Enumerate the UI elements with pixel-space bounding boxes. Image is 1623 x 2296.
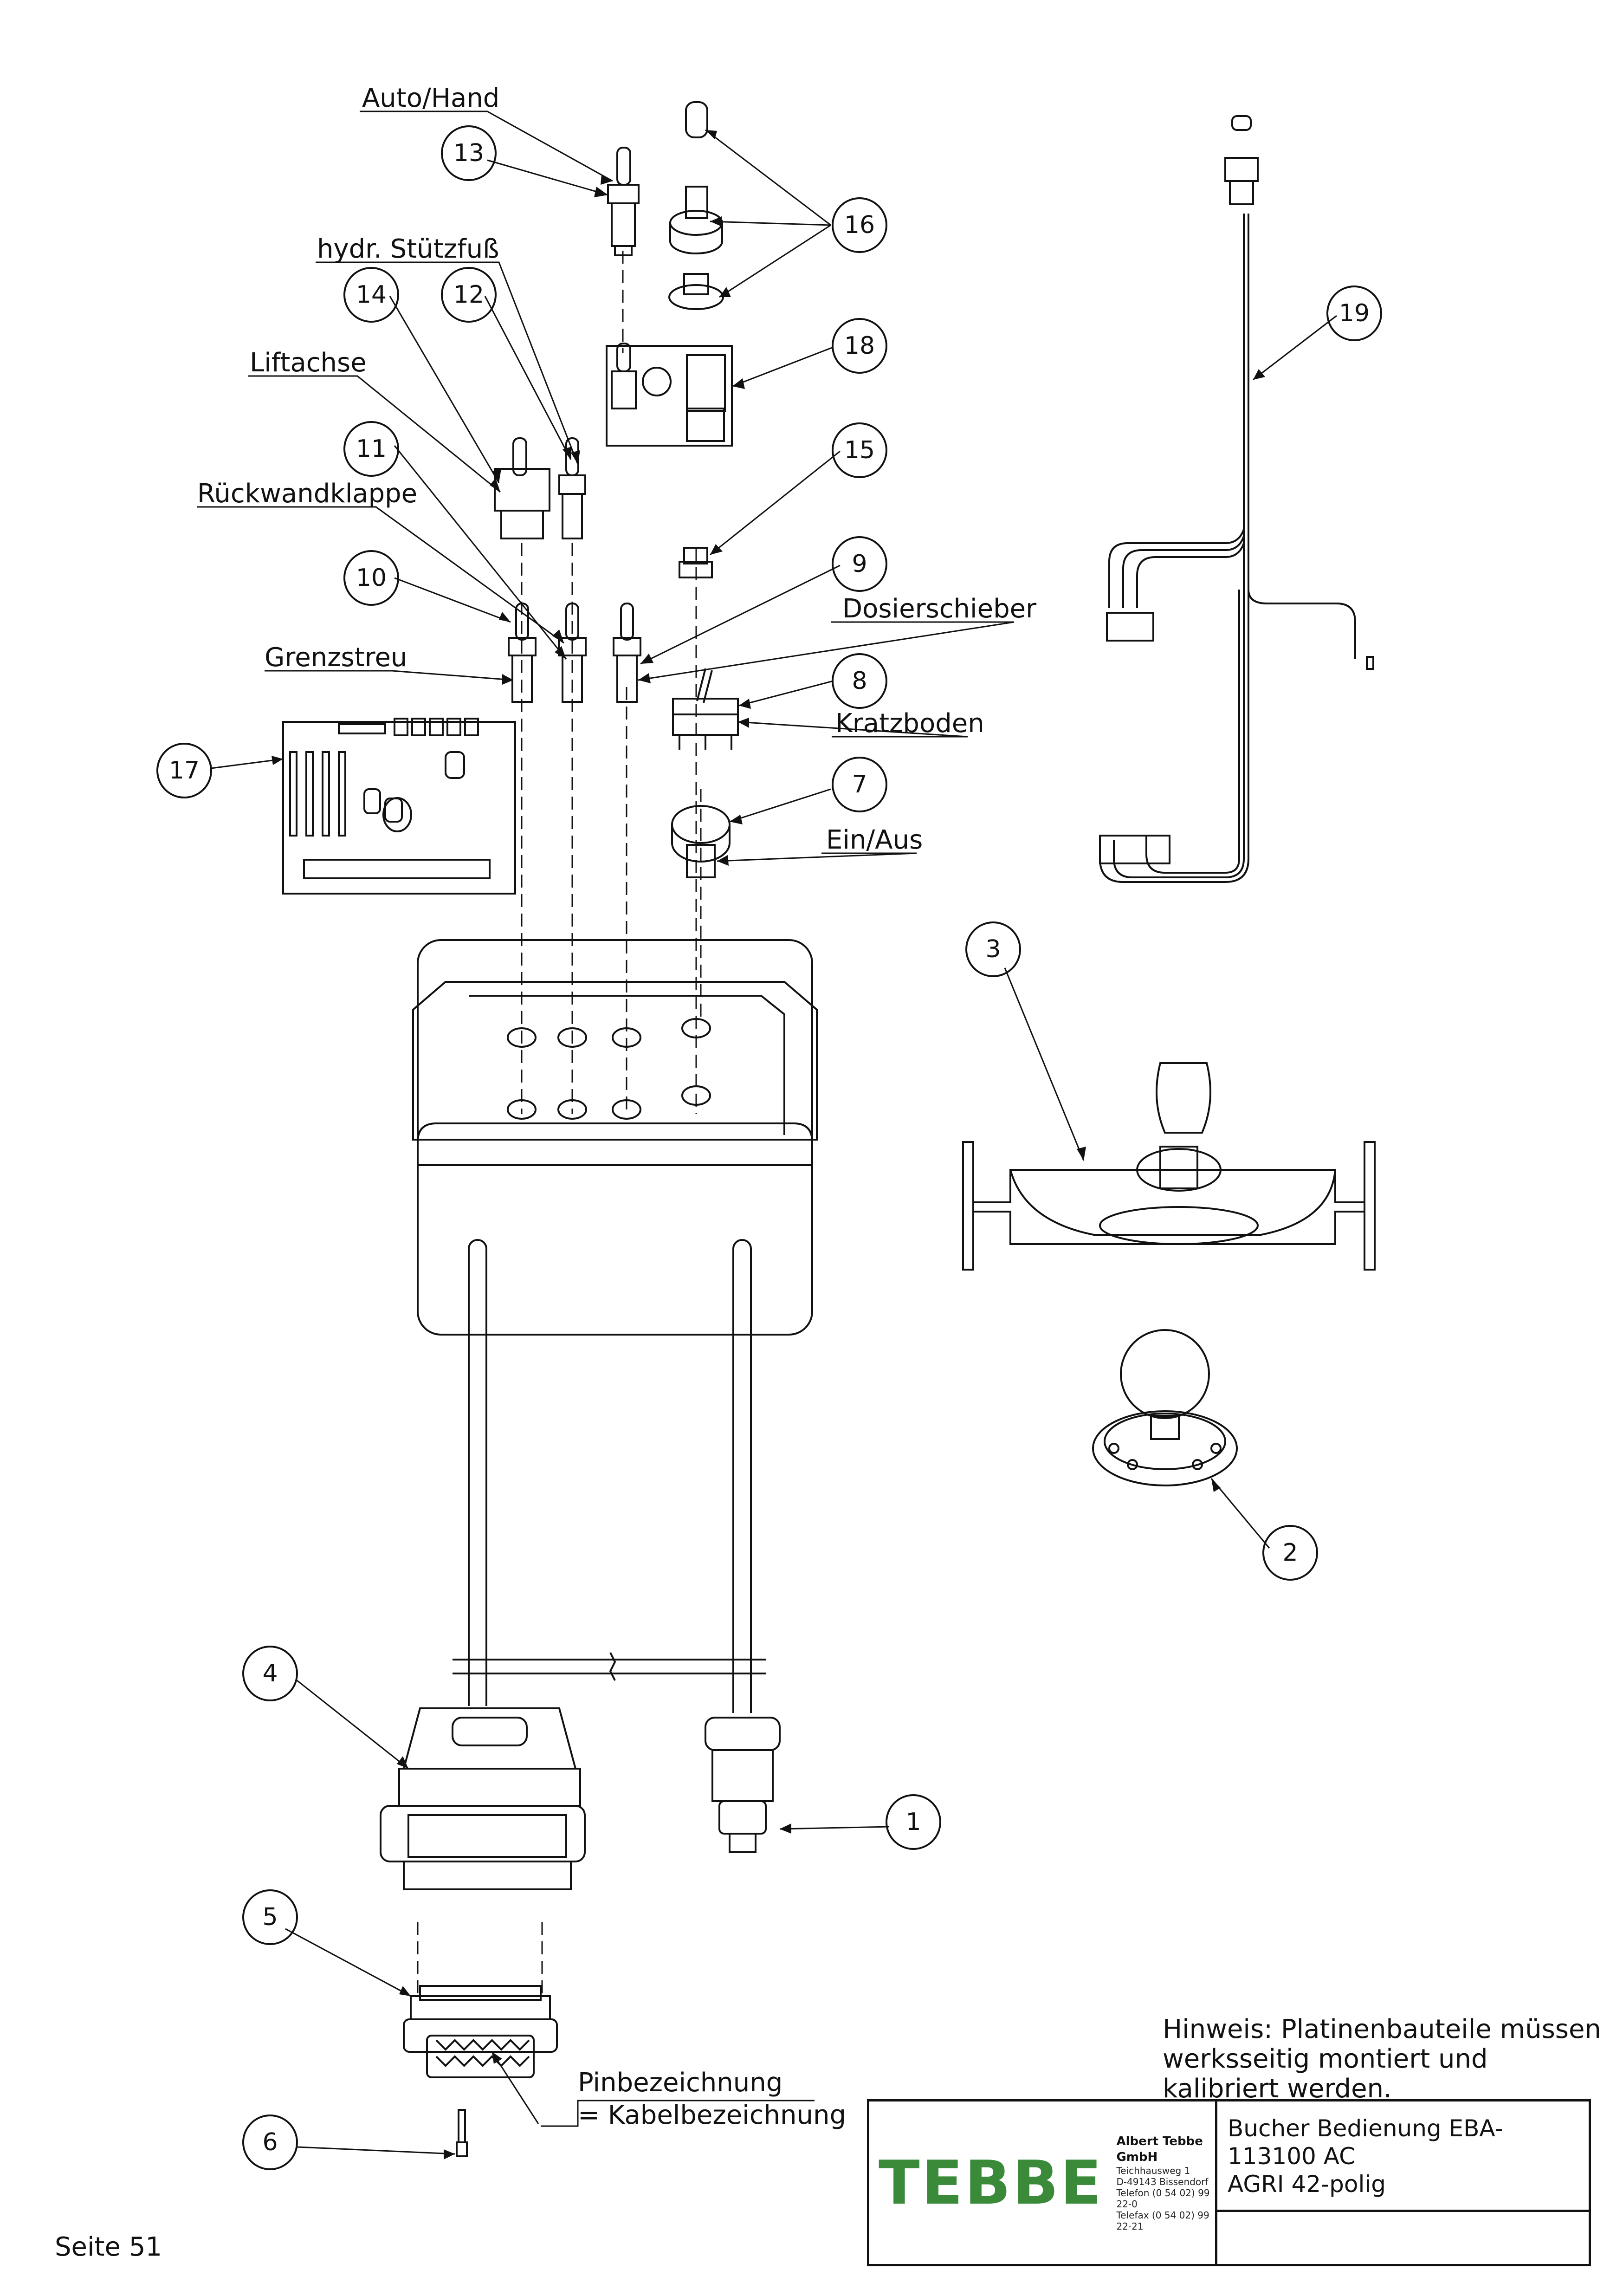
round-plug-1 xyxy=(705,1717,781,1853)
svg-text:9: 9 xyxy=(852,550,867,578)
balloon-8: 8 xyxy=(832,653,887,709)
toggle-switch-8 xyxy=(672,668,739,750)
svg-text:8: 8 xyxy=(852,667,867,695)
company-address: Albert Tebbe GmbH Teichhausweg 1 D-49143… xyxy=(1116,2134,1215,2232)
toggle-switch-10 xyxy=(508,603,537,703)
control-housing xyxy=(412,939,818,1336)
balloon-7: 7 xyxy=(832,757,887,812)
balloon-6: 6 xyxy=(242,2114,298,2170)
balloon-17: 17 xyxy=(156,743,212,798)
part-labels: Auto/Hand hydr. Stützfuß Liftachse Rückw… xyxy=(197,83,1037,2130)
svg-text:4: 4 xyxy=(262,1660,278,1687)
label-dosierschieber: Dosierschieber xyxy=(842,594,1037,624)
address-line-2: D-49143 Bissendorf xyxy=(1116,2176,1209,2187)
company-block: TEBBE Albert Tebbe GmbH Teichhausweg 1 D… xyxy=(869,2101,1217,2264)
fax-line: Telefax (0 54 02) 99 22-21 xyxy=(1116,2210,1209,2232)
company-name: Albert Tebbe GmbH xyxy=(1116,2134,1203,2164)
circuit-board-18 xyxy=(606,343,733,447)
part-number-balloons: 13 16 14 12 18 19 11 15 9 10 8 17 7 3 2 … xyxy=(156,125,1382,2170)
label-pinbezeichnung: Pinbezeichnung xyxy=(578,2068,782,2098)
connector-hood-4 xyxy=(380,1707,586,1890)
toggle-switch-13 xyxy=(607,147,640,256)
cable-harness-19 xyxy=(1099,115,1374,883)
balloon-2: 2 xyxy=(1262,1525,1318,1581)
svg-text:10: 10 xyxy=(356,564,387,592)
balloon-13: 13 xyxy=(441,125,497,181)
label-rueckwandklappe: Rückwandklappe xyxy=(197,479,417,509)
svg-text:18: 18 xyxy=(844,332,875,360)
label-kratzboden: Kratzboden xyxy=(835,708,984,739)
svg-text:7: 7 xyxy=(852,771,867,798)
svg-text:12: 12 xyxy=(453,281,484,309)
arrowheads xyxy=(272,130,1265,2160)
balloon-12: 12 xyxy=(441,267,497,323)
balloon-4: 4 xyxy=(242,1646,298,1701)
svg-text:3: 3 xyxy=(985,935,1001,963)
balloon-15: 15 xyxy=(832,422,887,478)
drawing-title: Bucher Bedienung EBA-113100 AC AGRI 42-p… xyxy=(1217,2101,1589,2212)
ball-base-2 xyxy=(1092,1329,1238,1486)
circuit-board-17 xyxy=(282,718,516,895)
toggle-switch-11 xyxy=(558,603,587,703)
rocker-switch-14 xyxy=(494,437,550,539)
balloon-19: 19 xyxy=(1326,285,1382,341)
svg-text:6: 6 xyxy=(262,2128,278,2156)
drawing-title-line-1: Bucher Bedienung EBA-113100 AC xyxy=(1228,2115,1503,2170)
title-block-empty-cell xyxy=(1217,2212,1589,2264)
balloon-18: 18 xyxy=(832,318,887,374)
toggle-switch-9 xyxy=(613,603,641,703)
contact-pin-6 xyxy=(456,2109,468,2157)
pin-insert-5 xyxy=(403,1985,558,2078)
phone-line: Telefon (0 54 02) 99 22-0 xyxy=(1116,2187,1210,2210)
title-cell: Bucher Bedienung EBA-113100 AC AGRI 42-p… xyxy=(1217,2101,1589,2264)
balloon-10: 10 xyxy=(343,550,399,606)
assembly-note: Hinweis: Platinenbauteile müssen werksse… xyxy=(1163,2014,1601,2104)
balloon-9: 9 xyxy=(832,536,887,592)
page-number: Seite 51 xyxy=(55,2232,162,2262)
mounting-bracket-3 xyxy=(962,1062,1376,1271)
svg-text:17: 17 xyxy=(169,757,200,785)
address-line-1: Teichhausweg 1 xyxy=(1116,2165,1190,2176)
balloon-5: 5 xyxy=(242,1889,298,1945)
svg-text:1: 1 xyxy=(905,1808,921,1836)
rotary-switch-7 xyxy=(671,805,731,878)
label-grenzstreu: Grenzstreu xyxy=(265,642,407,673)
balloon-11: 11 xyxy=(343,421,399,477)
title-block: TEBBE Albert Tebbe GmbH Teichhausweg 1 D… xyxy=(867,2099,1591,2266)
balloon-1: 1 xyxy=(886,1794,941,1850)
svg-text:16: 16 xyxy=(844,211,875,239)
balloon-3: 3 xyxy=(965,921,1021,977)
svg-text:13: 13 xyxy=(453,139,484,167)
svg-text:11: 11 xyxy=(356,435,387,463)
svg-text:2: 2 xyxy=(1282,1539,1298,1567)
indicator-lamp-15 xyxy=(679,547,713,578)
label-auto-hand: Auto/Hand xyxy=(362,83,499,113)
tebbe-logo: TEBBE xyxy=(879,2147,1104,2218)
knob-parts-16 xyxy=(668,101,724,310)
svg-text:5: 5 xyxy=(262,1903,278,1931)
svg-text:19: 19 xyxy=(1339,299,1370,327)
label-ein-aus: Ein/Aus xyxy=(826,825,923,855)
balloon-14: 14 xyxy=(343,267,399,323)
drawing-title-line-2: AGRI 42-polig xyxy=(1228,2171,1386,2198)
svg-text:15: 15 xyxy=(844,436,875,464)
balloon-16: 16 xyxy=(832,197,887,253)
label-liftachse: Liftachse xyxy=(250,348,367,378)
housing-cables xyxy=(453,1239,766,1713)
leader-lines xyxy=(197,110,1337,2155)
svg-text:14: 14 xyxy=(356,281,387,309)
label-kabelbezeichnung: = Kabelbezeichnung xyxy=(578,2100,846,2130)
label-hydr-stuetzfuss: hydr. Stützfuß xyxy=(317,234,499,264)
